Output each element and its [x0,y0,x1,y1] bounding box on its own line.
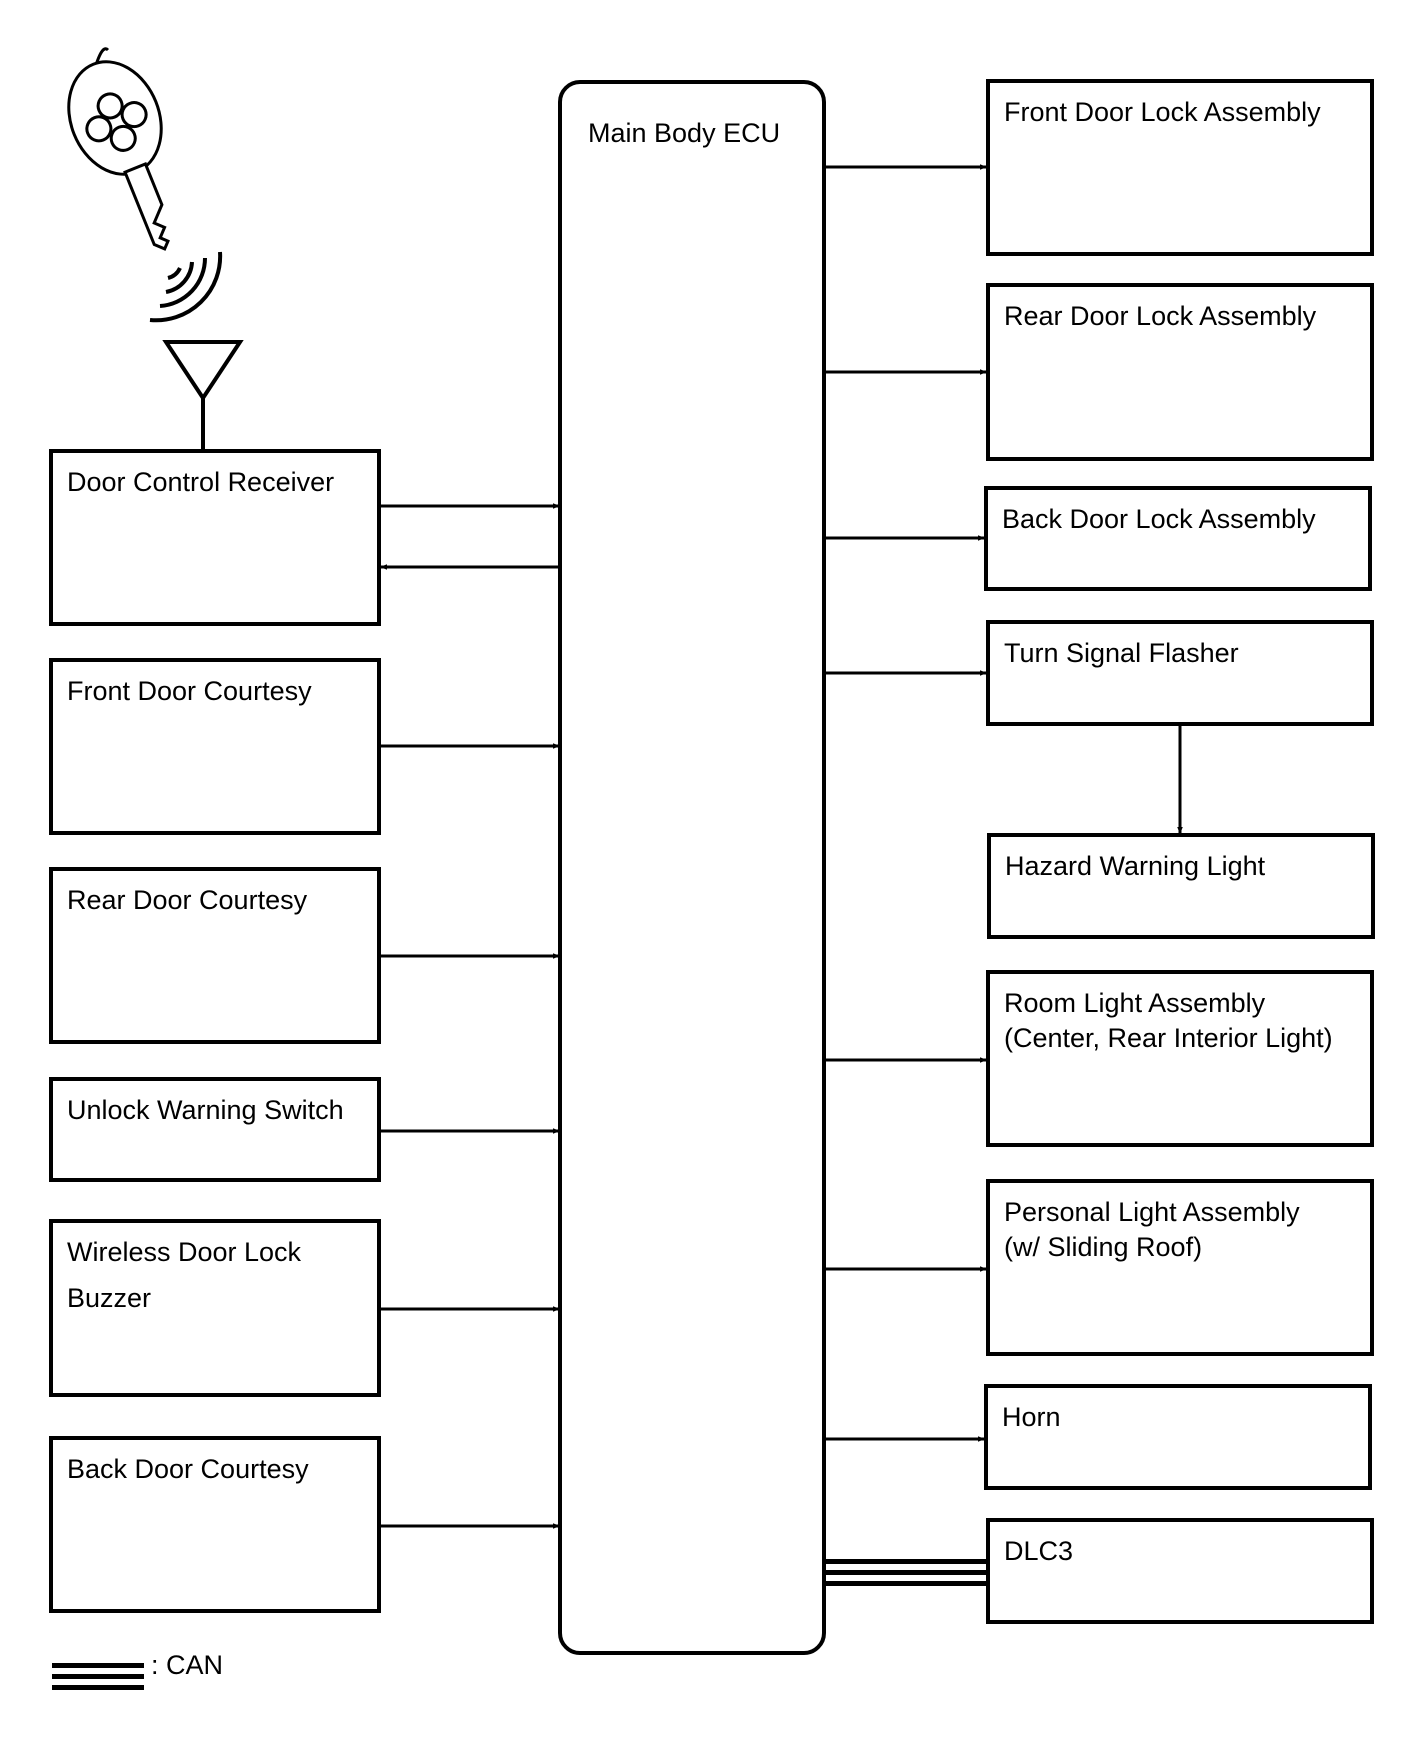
antenna-icon [162,340,244,450]
front-door-courtesy-label: Front Door Courtesy [67,676,312,706]
key-fob-icon [67,47,170,251]
rear-door-courtesy-box: Rear Door Courtesy [49,867,381,1044]
can-legend-label: : CAN [151,1650,224,1680]
hazard-warning-light-label: Hazard Warning Light [1005,851,1266,881]
back-door-courtesy-label: Back Door Courtesy [67,1454,309,1484]
door-control-receiver-label: Door Control Receiver [67,467,335,497]
door-control-receiver-box: Door Control Receiver [49,449,381,626]
dlc3-label: DLC3 [1004,1536,1074,1566]
front-door-lock-assembly-box: Front Door Lock Assembly [986,79,1374,256]
back-door-courtesy-box: Back Door Courtesy [49,1436,381,1613]
back-door-lock-assembly-box: Back Door Lock Assembly [984,486,1372,591]
back-door-lock-assembly-label: Back Door Lock Assembly [1002,504,1316,534]
personal-light-assembly-box: Personal Light Assembly (w/ Sliding Roof… [986,1179,1374,1356]
can-bus-line [826,1559,988,1586]
unlock-warning-switch-box: Unlock Warning Switch [49,1077,381,1182]
personal-light-assembly-label-line2: (w/ Sliding Roof) [1004,1232,1203,1262]
room-light-assembly-box: Room Light Assembly (Center, Rear Interi… [986,970,1374,1147]
rear-door-lock-assembly-box: Rear Door Lock Assembly [986,283,1374,461]
main-body-ecu: Main Body ECU [558,80,826,1655]
rear-door-courtesy-label: Rear Door Courtesy [67,885,308,915]
room-light-assembly-label: Room Light Assembly [1004,988,1266,1018]
wireless-door-lock-buzzer-label: Wireless Door Lock [67,1237,302,1267]
rear-door-lock-assembly-label: Rear Door Lock Assembly [1004,301,1317,331]
horn-box: Horn [984,1384,1372,1490]
radio-waves-icon [149,251,223,323]
unlock-warning-switch-label: Unlock Warning Switch [67,1095,344,1125]
turn-signal-flasher-box: Turn Signal Flasher [986,620,1374,726]
wireless-door-lock-buzzer-label-line2: Buzzer [67,1283,152,1313]
hazard-warning-light-box: Hazard Warning Light [987,833,1375,939]
can-legend-symbol [52,1663,144,1690]
wireless-door-lock-buzzer-box: Wireless Door Lock Buzzer [49,1219,381,1397]
turn-signal-flasher-label: Turn Signal Flasher [1004,638,1239,668]
horn-label: Horn [1002,1402,1061,1432]
personal-light-assembly-label: Personal Light Assembly [1004,1197,1300,1227]
front-door-courtesy-box: Front Door Courtesy [49,658,381,835]
ecu-label: Main Body ECU [588,118,781,148]
dlc3-box: DLC3 [986,1518,1374,1624]
room-light-assembly-label-line2: (Center, Rear Interior Light) [1004,1023,1333,1053]
front-door-lock-assembly-label: Front Door Lock Assembly [1004,97,1321,127]
